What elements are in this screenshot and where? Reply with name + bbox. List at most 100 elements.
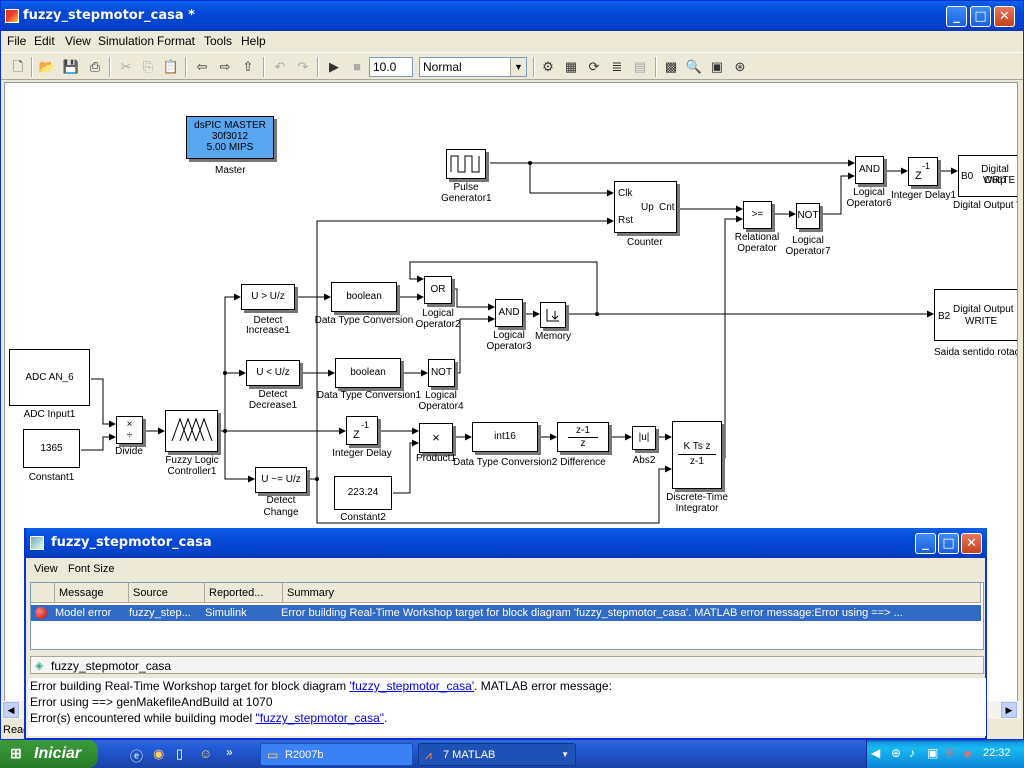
data-type-conversion-block[interactable]: boolean xyxy=(331,282,397,312)
detect-change-block[interactable]: U ~= U/z xyxy=(255,467,307,493)
taskbar-item-matlab[interactable]: ⩘ 7 MATLAB ▼ xyxy=(418,743,576,766)
taskbar-item-r2007b[interactable]: ▭ R2007b xyxy=(260,743,413,766)
memory-block[interactable] xyxy=(540,302,566,328)
forward-icon[interactable]: ⇨ xyxy=(219,59,231,74)
model-link-2[interactable]: "fuzzy_stepmotor_casa" xyxy=(255,711,385,725)
toolbar-separator xyxy=(185,57,187,77)
menu-simulation[interactable]: Simulation xyxy=(98,34,155,48)
update-diagram-icon[interactable]: ▦ xyxy=(564,59,578,74)
menu-view[interactable]: View xyxy=(65,34,91,48)
menu-help[interactable]: Help xyxy=(241,34,266,48)
quicklaunch-messenger-icon[interactable]: ☺ xyxy=(199,746,213,761)
menu-format[interactable]: Format xyxy=(157,34,196,48)
start-button[interactable]: ⊞ Iniciar xyxy=(0,740,98,768)
integer-delay1-block[interactable]: Z -1 xyxy=(908,157,938,186)
cut-icon[interactable]: ✂ xyxy=(120,59,132,74)
adc-input-block[interactable]: ADC AN_6 xyxy=(9,349,90,406)
divide-block[interactable]: ×÷ xyxy=(116,416,143,444)
logical-and3-block[interactable]: AND xyxy=(495,299,523,327)
tray-antivirus-icon[interactable]: ◈ xyxy=(963,746,973,760)
product-block[interactable]: × xyxy=(419,423,453,453)
menu-file[interactable]: File xyxy=(7,34,27,48)
tray-expand-icon[interactable]: ◀ xyxy=(871,746,881,760)
pulse-generator-block[interactable] xyxy=(446,149,486,179)
dialog-menu-bar: View Font Size xyxy=(26,560,985,580)
up-icon[interactable]: ⇧ xyxy=(242,59,254,74)
dialog-menu-view[interactable]: View xyxy=(34,563,58,575)
detect-decrease-block[interactable]: U < U/z xyxy=(246,360,300,386)
print-icon[interactable]: ⎙ xyxy=(89,59,101,74)
redo-icon[interactable]: ↷ xyxy=(297,59,309,74)
model-path-bar[interactable]: ◈ fuzzy_stepmotor_casa xyxy=(30,656,984,674)
col-message-header[interactable]: Message xyxy=(55,583,129,603)
dialog-titlebar[interactable]: fuzzy_stepmotor_casa _ □ ✕ xyxy=(26,528,987,558)
discrete-integrator-block[interactable]: K Ts z z-1 xyxy=(672,421,722,489)
model-browser-icon[interactable]: ▤ xyxy=(633,59,647,74)
tray-network-icon[interactable]: ⊕ xyxy=(891,746,902,760)
counter-block[interactable]: Clk Rst Up Cnt xyxy=(614,181,677,233)
col-summary-header[interactable]: Summary xyxy=(283,583,981,603)
model-explorer-icon[interactable]: 🔍 xyxy=(685,59,703,74)
col-source-header[interactable]: Source xyxy=(129,583,205,603)
paste-icon[interactable]: 📋 xyxy=(162,59,180,74)
logical-and6-block[interactable]: AND xyxy=(855,156,884,184)
library-browser-icon[interactable]: ▩ xyxy=(664,59,678,74)
difference-block[interactable]: z-1 z xyxy=(557,422,609,452)
minimize-button[interactable]: _ xyxy=(946,6,967,27)
menu-tools[interactable]: Tools xyxy=(204,34,233,48)
new-model-icon[interactable]: 🗋 xyxy=(12,59,24,74)
tray-volume-icon[interactable]: ♪ xyxy=(909,746,915,760)
stop-time-input[interactable] xyxy=(369,57,413,77)
debugger-icon[interactable]: ▣ xyxy=(710,59,724,74)
logical-not7-block[interactable]: NOT xyxy=(796,203,820,229)
dialog-minimize-button[interactable]: _ xyxy=(915,533,936,554)
tray-security-icon[interactable]: ⛨ xyxy=(945,746,955,760)
open-icon[interactable]: 📂 xyxy=(38,59,56,74)
counter-caption: Counter xyxy=(627,237,663,248)
data-type-conversion1-block[interactable]: boolean xyxy=(335,358,401,388)
scroll-right-arrow-icon[interactable]: ▶ xyxy=(1001,702,1017,718)
detect-increase-block[interactable]: U > U/z xyxy=(241,284,295,310)
dialog-menu-font-size[interactable]: Font Size xyxy=(68,563,115,575)
chevron-down-icon[interactable]: ▼ xyxy=(510,58,526,76)
logical-or-block[interactable]: OR xyxy=(424,276,452,304)
dialog-close-button[interactable]: ✕ xyxy=(961,533,982,554)
dialog-maximize-button[interactable]: □ xyxy=(938,533,959,554)
library-icon[interactable]: ≣ xyxy=(611,59,623,74)
close-button[interactable]: ✕ xyxy=(994,6,1015,27)
table-row[interactable]: Model error fuzzy_step... Simulink Error… xyxy=(31,605,981,621)
dspic-master-block[interactable]: dsPIC MASTER 30f3012 5.00 MIPS xyxy=(186,116,274,159)
relational-operator-block[interactable]: >= xyxy=(743,201,772,229)
data-type-conversion2-block[interactable]: int16 xyxy=(472,422,538,452)
window-titlebar[interactable]: fuzzy_stepmotor_casa * _ □ ✕ xyxy=(1,1,1023,31)
constant1-block[interactable]: 1365 xyxy=(23,429,80,468)
start-simulation-icon[interactable]: ▶ xyxy=(329,59,339,74)
build-icon[interactable]: ⚙ xyxy=(542,59,554,74)
scroll-left-arrow-icon[interactable]: ◀ xyxy=(3,702,19,718)
simulation-mode-select[interactable]: Normal ▼ xyxy=(419,57,527,77)
digital-output-write2-block[interactable]: B2 Digital Output WRITE xyxy=(934,289,1017,341)
undo-icon[interactable]: ↶ xyxy=(274,59,286,74)
back-icon[interactable]: ⇦ xyxy=(196,59,208,74)
col-reported-header[interactable]: Reported... xyxy=(205,583,283,603)
quicklaunch-ie-icon[interactable]: ⓔ xyxy=(130,749,144,764)
constant2-block[interactable]: 223.24 xyxy=(334,476,392,510)
refresh-icon[interactable]: ⟳ xyxy=(588,59,600,74)
copy-icon[interactable]: ⎘ xyxy=(142,59,154,74)
maximize-button[interactable]: □ xyxy=(970,6,991,27)
folder-icon: ▭ xyxy=(267,748,279,762)
logical-not4-block[interactable]: NOT xyxy=(428,359,455,387)
help-lifesaver-icon[interactable]: ⊛ xyxy=(734,59,746,74)
fuzzy-controller-block[interactable] xyxy=(165,410,218,452)
quicklaunch-desktop-icon[interactable]: ▯ xyxy=(176,746,184,761)
abs-block[interactable]: |u| xyxy=(632,426,656,450)
model-link[interactable]: 'fuzzy_stepmotor_casa' xyxy=(349,679,475,693)
menu-edit[interactable]: Edit xyxy=(34,34,55,48)
save-icon[interactable]: 💾 xyxy=(62,59,80,74)
tray-monitor-icon[interactable]: ▣ xyxy=(927,746,939,760)
quicklaunch-more-icon[interactable]: » xyxy=(226,745,233,759)
stop-simulation-icon[interactable]: ■ xyxy=(353,59,361,74)
integer-delay-block[interactable]: Z -1 xyxy=(346,416,378,445)
digital-output-write-block[interactable]: B0 Digital Outp WRITE xyxy=(958,155,1017,197)
quicklaunch-firefox-icon[interactable]: ◉ xyxy=(153,746,165,761)
